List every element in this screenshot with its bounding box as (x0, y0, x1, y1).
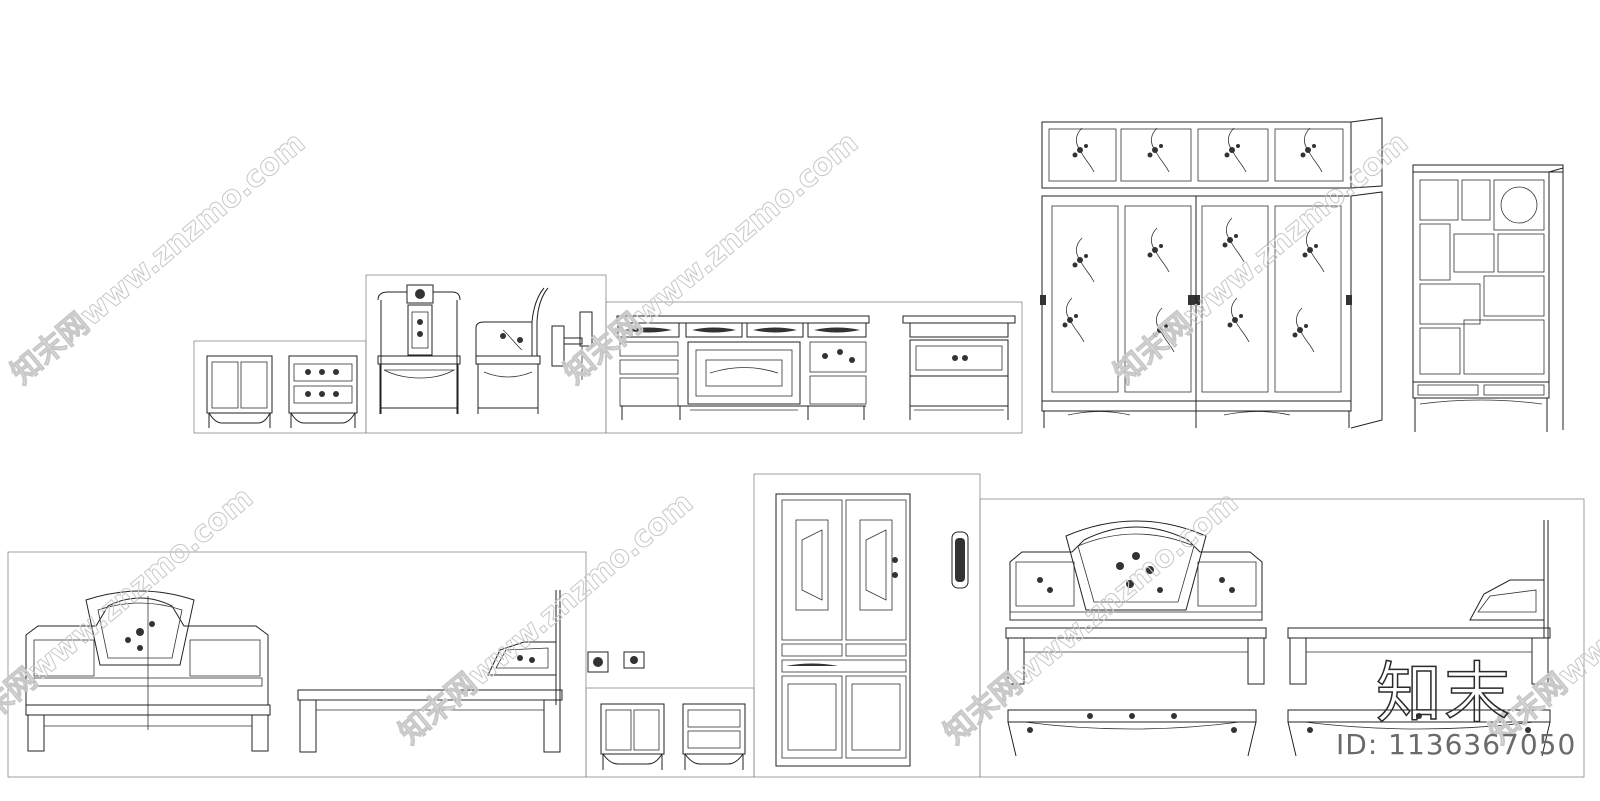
frame-nightstands-top (193, 340, 367, 434)
watermark-3: 知末网www.znzmo.com (1108, 125, 1415, 391)
frame-arhat-bed-right (979, 498, 1585, 778)
image-id-label: ID: 1136367050 (1336, 728, 1577, 761)
frame-nightstands-bottom (585, 651, 755, 778)
watermark-6: 知末网www.znzmo.com (938, 485, 1245, 751)
brand-logo: 知末 (1375, 654, 1512, 733)
frame-armchairs (365, 274, 607, 434)
wardrobe-elevation (1040, 117, 1383, 429)
frame-arhat-bed-left (7, 551, 587, 778)
watermark-2: 知末网www.znzmo.com (558, 125, 865, 391)
watermark-5: 知末网www.znzmo.com (393, 485, 700, 751)
frame-desk (605, 301, 1023, 434)
display-shelf-elevation (1412, 164, 1564, 432)
watermark-1: 知末网www.znzmo.com (5, 125, 312, 391)
watermark-4: 知末网www.znzmo.com (0, 480, 260, 746)
watermark-layer: 知末网www.znzmo.com 知末网www.znzmo.com 知末网www… (0, 125, 1600, 752)
frame-cabinet (753, 473, 981, 778)
